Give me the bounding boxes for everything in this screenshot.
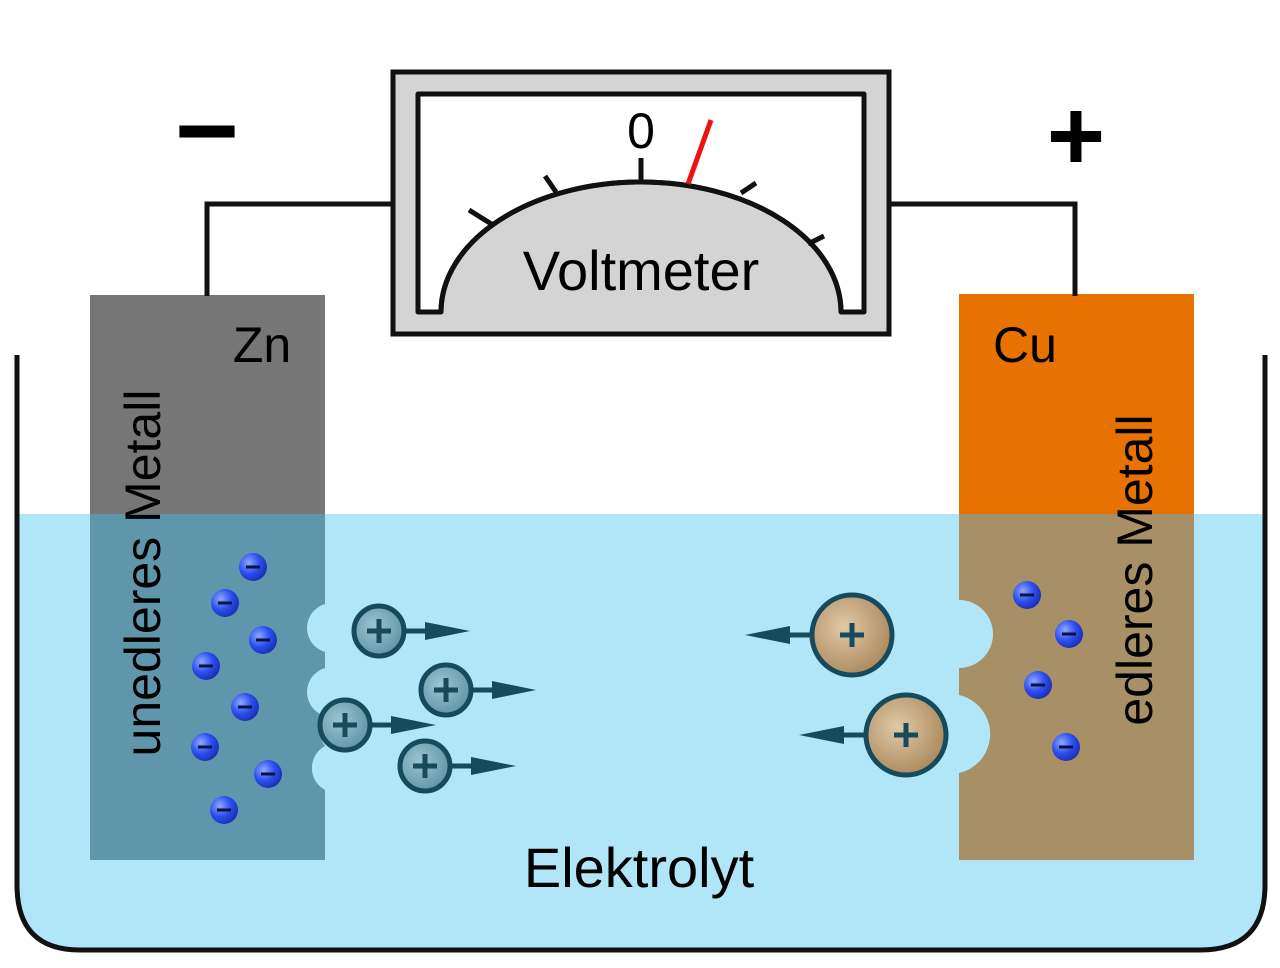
zinc-ion: [397, 738, 516, 794]
electron: [1052, 733, 1080, 761]
zinc-symbol: Zn: [233, 317, 291, 373]
voltmeter-label: Voltmeter: [523, 239, 760, 302]
electron: [1013, 581, 1041, 609]
voltmeter-needle: [685, 119, 714, 185]
wire-positive: [889, 201, 1078, 296]
electron: [249, 626, 277, 654]
electron: [1055, 620, 1083, 648]
electron: [1024, 671, 1052, 699]
copper-ions: [745, 592, 949, 778]
electrolyte-label: Elektrolyt: [524, 836, 755, 899]
scale-tick: [542, 174, 559, 194]
voltmeter: 0 Voltmeter: [390, 69, 892, 337]
scale-tick: [739, 180, 758, 196]
electron: [231, 693, 259, 721]
voltmeter-zero-label: 0: [627, 103, 655, 159]
zinc-ion: [351, 603, 470, 659]
wire-negative: [204, 201, 393, 296]
scale-tick: [467, 207, 495, 228]
zinc-ions: [317, 603, 536, 794]
electron: [191, 733, 219, 761]
copper-symbol: Cu: [993, 317, 1057, 373]
electron: [210, 796, 238, 824]
copper-ion: [745, 592, 895, 678]
zinc-vertical-label: unedleres Metall: [115, 390, 171, 757]
beaker: [14, 355, 1268, 953]
positive-terminal-sign: +: [1047, 80, 1105, 192]
zinc-electrode-dry: [90, 295, 325, 514]
copper-electrons: [1013, 581, 1083, 761]
copper-ion: [799, 692, 949, 778]
negative-terminal-sign: −: [175, 69, 239, 192]
electrolyte-liquid: [17, 514, 1265, 950]
electron: [239, 553, 267, 581]
scale-tick: [806, 233, 826, 247]
zinc-electrons: [191, 553, 282, 824]
electron: [211, 589, 239, 617]
electron: [254, 760, 282, 788]
copper-electrode-dry: [959, 294, 1194, 514]
zinc-ion: [317, 697, 436, 753]
zinc-ion: [418, 662, 536, 718]
electron: [192, 652, 220, 680]
copper-vertical-label: edleres Metall: [1107, 414, 1163, 725]
